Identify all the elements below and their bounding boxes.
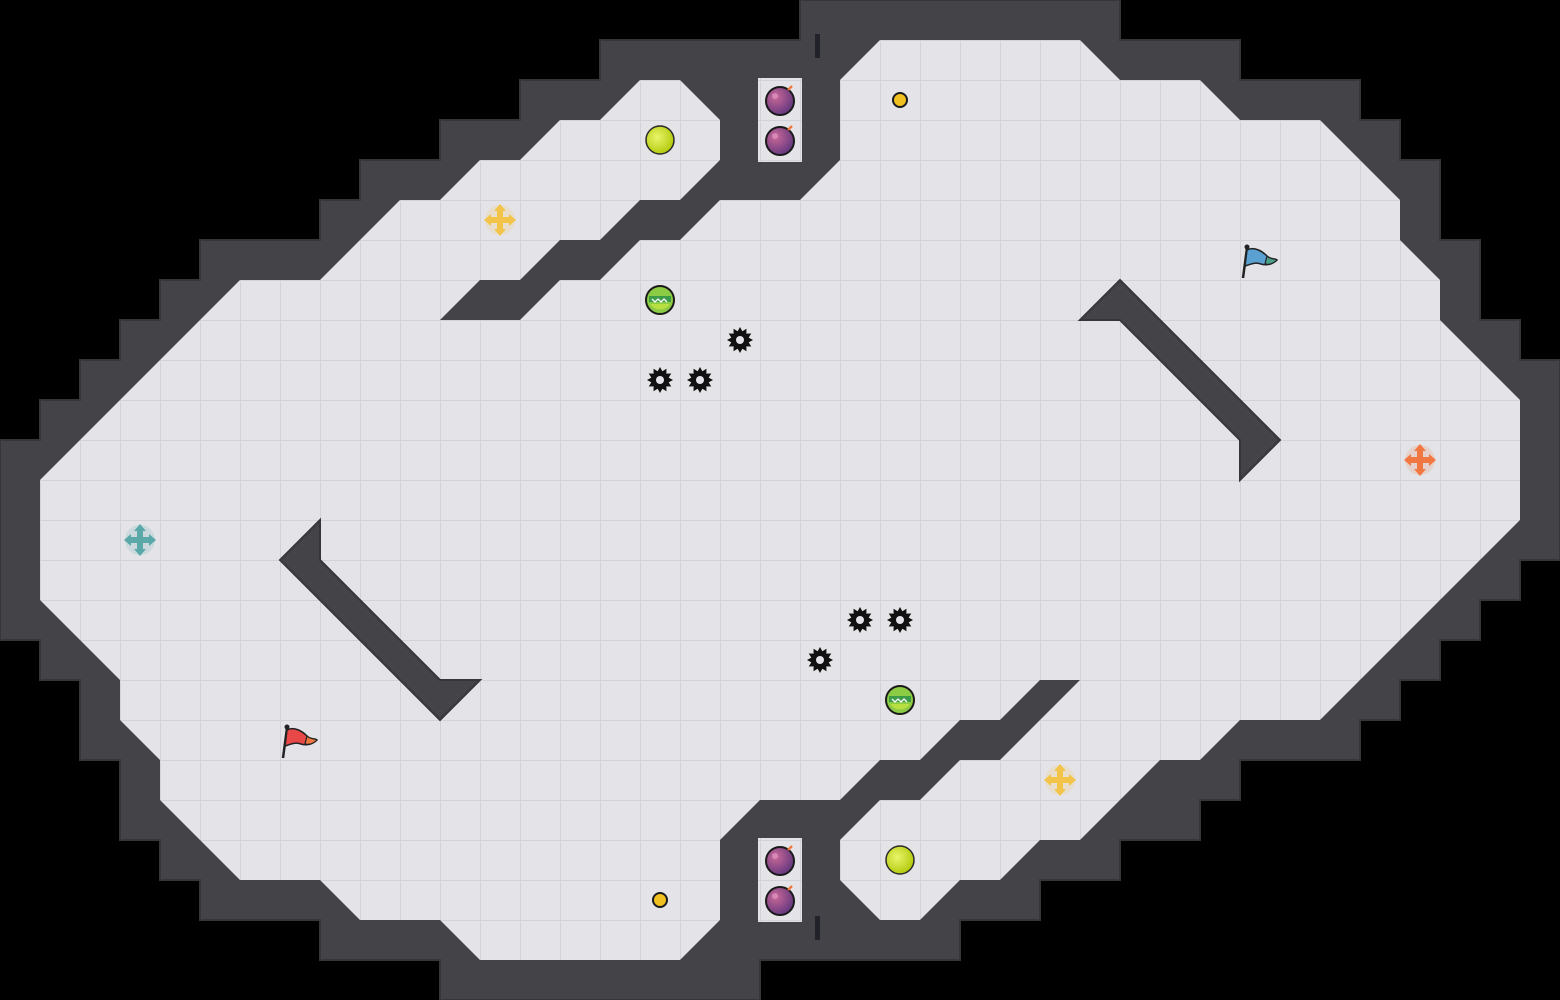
- orange-spawn-icon: [1404, 444, 1436, 476]
- blue-flag-icon: [1241, 244, 1279, 279]
- red-flag-icon: [281, 724, 319, 759]
- gate-slit-bottom: [815, 916, 820, 940]
- spike-icon: [887, 607, 913, 633]
- spike-icon: [807, 647, 833, 673]
- teal-spawn-icon: [124, 524, 156, 556]
- yellow-spawn-icon: [484, 204, 516, 236]
- bomb-icon: [765, 885, 795, 916]
- bomb-icon: [765, 125, 795, 156]
- spike-icon: [687, 367, 713, 393]
- wall-ridge-right: [1077, 278, 1282, 483]
- gate-slit-top: [815, 34, 820, 58]
- wall-ridge-left: [278, 517, 483, 722]
- lime-powerup-icon: [885, 845, 915, 875]
- spike-icon: [647, 367, 673, 393]
- spike-icon: [847, 607, 873, 633]
- coin-icon: [652, 892, 668, 908]
- striped-powerup-icon: [645, 285, 675, 315]
- yellow-spawn-icon: [1044, 764, 1076, 796]
- lime-powerup-icon: [645, 125, 675, 155]
- bomb-icon: [765, 85, 795, 116]
- coin-icon: [892, 92, 908, 108]
- spike-icon: [727, 327, 753, 353]
- floor-main: [40, 40, 1520, 960]
- bomb-icon: [765, 845, 795, 876]
- striped-powerup-icon: [885, 685, 915, 715]
